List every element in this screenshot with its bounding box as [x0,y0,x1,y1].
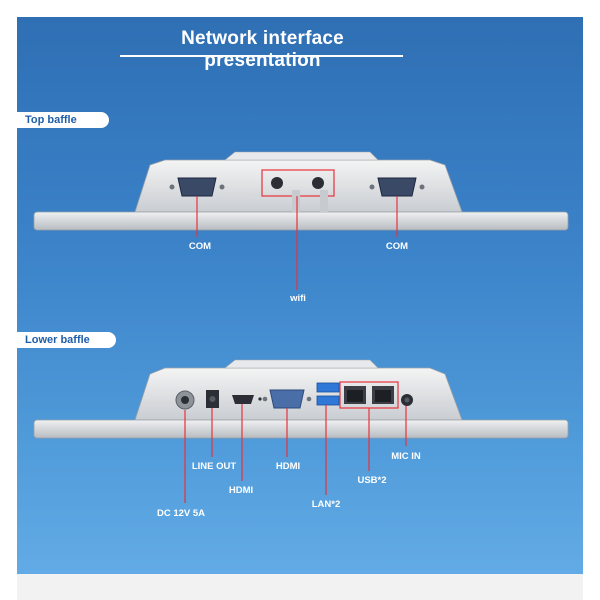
label-hdmi-left: HDMI [228,485,254,496]
title-underline [120,55,403,57]
hdmi-port-left [232,395,262,404]
section-label-top-baffle: Top baffle [17,112,109,128]
label-com-right: COM [385,241,409,252]
label-dc-power: DC 12V 5A [156,508,206,519]
label-line-out: LINE OUT [191,461,237,472]
lower-baffle-device [33,359,569,439]
label-lan: LAN*2 [311,499,341,510]
com-port-left [169,177,225,197]
wifi-antenna-connectors [261,169,335,212]
top-callout-lines [196,196,398,290]
section-label-lower-baffle: Lower baffle [17,332,116,348]
mic-in-jack [401,394,413,406]
label-wifi: wifi [290,293,306,304]
lan-ports [339,381,399,409]
line-out-jack [206,390,219,408]
label-com-left: COM [188,241,212,252]
com-port-right [369,177,425,197]
lower-callout-lines [184,404,407,503]
label-mic-in: MIC IN [391,451,421,462]
dc-power-jack [175,390,195,410]
top-baffle-device [33,151,569,231]
label-usb: USB*2 [357,475,387,486]
label-hdmi-right: HDMI [275,461,301,472]
bottom-strip [17,574,583,600]
usb-ports [316,382,340,406]
product-panel [17,17,583,574]
hdmi-port-right [262,389,312,409]
